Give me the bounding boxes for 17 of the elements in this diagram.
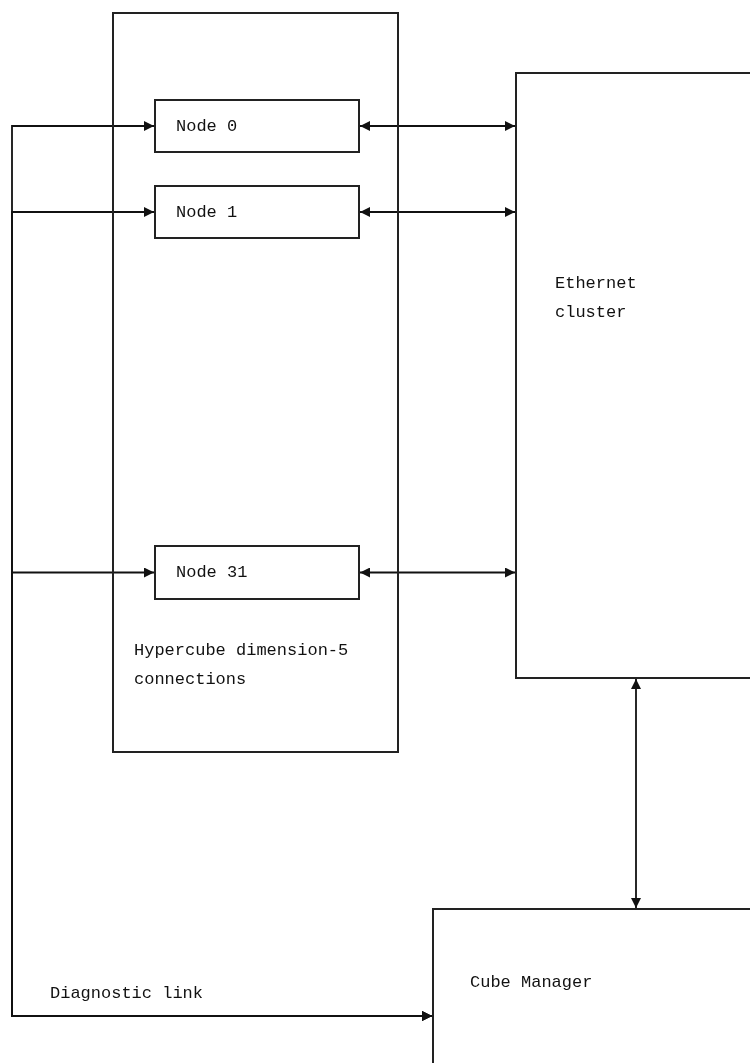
group-frame	[112, 12, 399, 753]
node-label: Node 0	[176, 116, 239, 138]
node-label: Cube Manager	[470, 972, 594, 994]
arrow	[359, 207, 516, 217]
arrow	[359, 121, 516, 131]
node-box	[154, 185, 360, 239]
node-box	[154, 545, 360, 600]
arrow	[359, 567, 516, 578]
manager-box	[432, 908, 750, 1063]
node-box	[154, 99, 360, 153]
arrow	[11, 567, 433, 1021]
arrow	[631, 678, 641, 909]
node-label: Ethernet cluster	[555, 273, 638, 324]
node-label: Hypercube dimension-5 connections	[134, 640, 350, 691]
node-label: Node 1	[176, 202, 239, 224]
node-label: Node 31	[176, 562, 249, 584]
cluster-box	[515, 72, 750, 679]
